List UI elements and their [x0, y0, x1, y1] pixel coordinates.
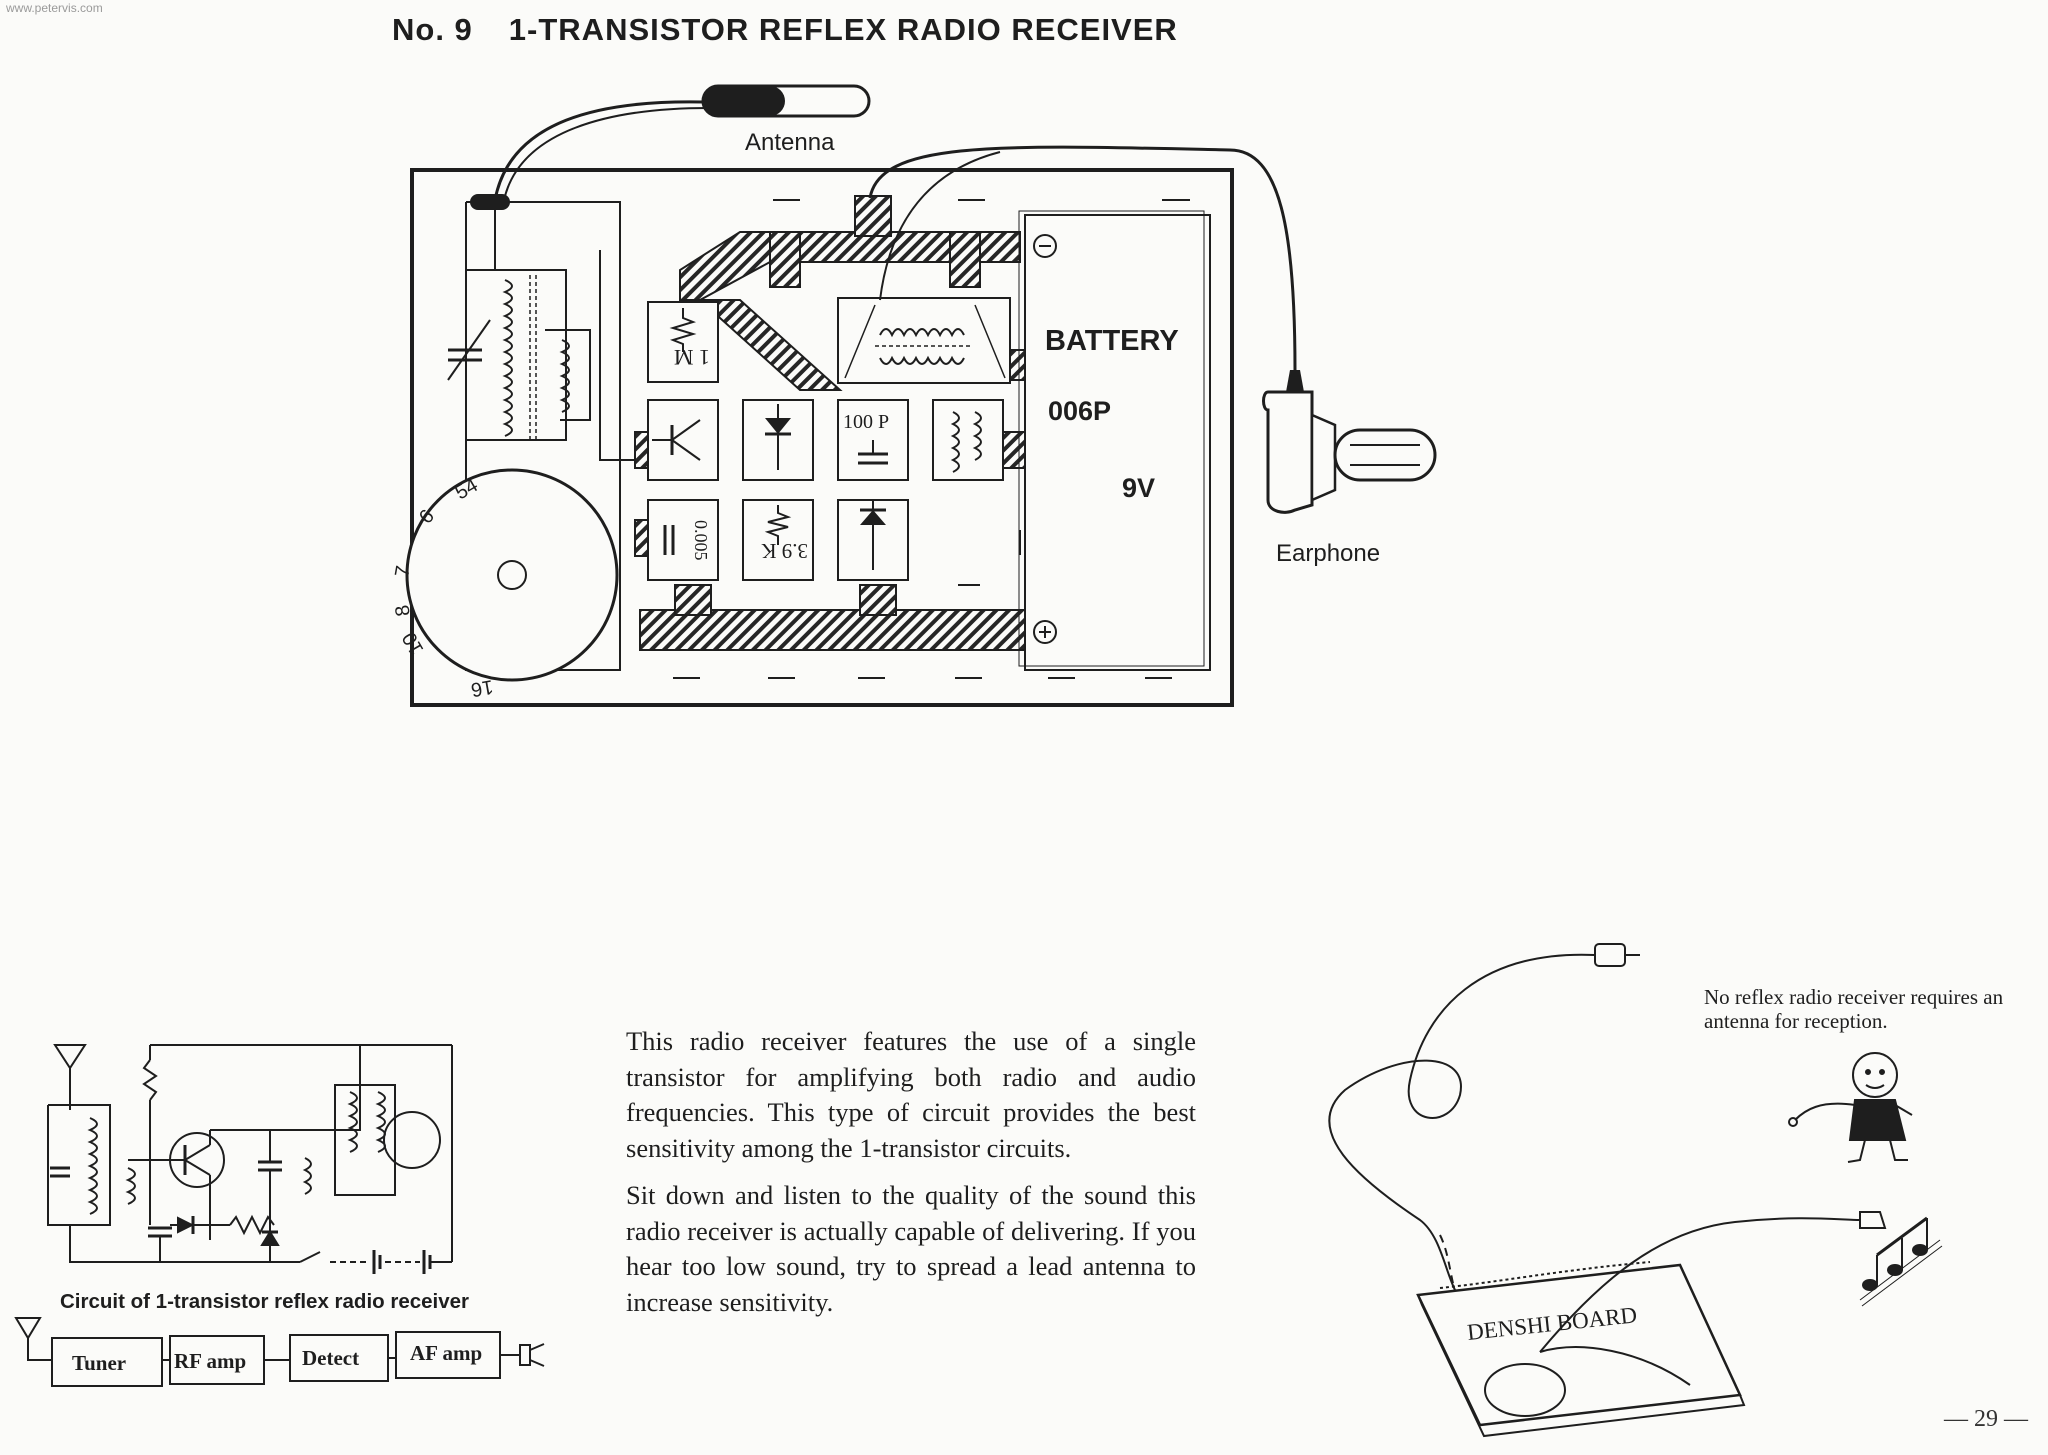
- module-capacitor-0005: [647, 499, 719, 581]
- illustration-note: No reflex radio receiver requires an ant…: [1704, 985, 2004, 1033]
- antenna-label: Antenna: [745, 129, 835, 156]
- watermark: www.petervis.com: [6, 1, 103, 15]
- module-coil: [837, 297, 1011, 384]
- battery-type: 006P: [1048, 396, 1111, 426]
- dial-number: 8: [391, 603, 415, 618]
- tuning-coil: [465, 269, 567, 441]
- description: This radio receiver features the use of …: [626, 1024, 1196, 1332]
- circuit-caption: Circuit of 1-transistor reflex radio rec…: [60, 1290, 470, 1313]
- title-number: No. 9: [392, 12, 473, 47]
- tuning-dial: [405, 468, 619, 682]
- dial-knob: [497, 560, 527, 590]
- battery-voltage: 9V: [1122, 473, 1155, 503]
- dial-number: 7: [391, 564, 415, 579]
- illustration: [1328, 943, 1943, 1438]
- block-label: Tuner: [72, 1351, 126, 1375]
- title-text: 1-TRANSISTOR REFLEX RADIO RECEIVER: [508, 12, 1178, 47]
- label-capacitor-100p: 100 P: [843, 411, 889, 433]
- denshi-board: [1416, 1261, 1746, 1438]
- circuit-schematic: [47, 1044, 453, 1274]
- earphone: [1262, 370, 1437, 514]
- description-paragraph-1: This radio receiver features the use of …: [626, 1026, 1196, 1163]
- block-label: RF amp: [174, 1349, 246, 1373]
- battery-label: BATTERY: [1045, 325, 1179, 357]
- layout-diagram: Antenna 54 6 7 8 10 16: [391, 84, 1437, 707]
- page-title: No. 9 1-TRANSISTOR REFLEX RADIO RECEIVER: [392, 12, 1178, 48]
- block-diagram: [14, 1317, 545, 1387]
- block-label: Detect: [302, 1346, 359, 1370]
- earphone-label: Earphone: [1276, 540, 1380, 567]
- board-dash-marks: [673, 199, 1190, 679]
- board-outline: [410, 168, 1234, 707]
- block-tuner: [51, 1337, 163, 1387]
- block-label: AF amp: [410, 1341, 482, 1365]
- module-transformer: [932, 399, 1004, 481]
- label-resistor-1m: 1 M: [674, 345, 710, 370]
- battery: [1018, 210, 1211, 671]
- dial-number: 16: [469, 675, 495, 701]
- page-number: — 29 —: [1944, 1406, 2028, 1432]
- description-paragraph-2: Sit down and listen to the quality of th…: [626, 1180, 1196, 1317]
- cartoon-character: [1788, 1052, 1913, 1163]
- label-capacitor-0005: 0.005: [691, 520, 711, 561]
- antenna: [493, 84, 871, 201]
- label-resistor-39k: 3.9 K: [761, 539, 808, 563]
